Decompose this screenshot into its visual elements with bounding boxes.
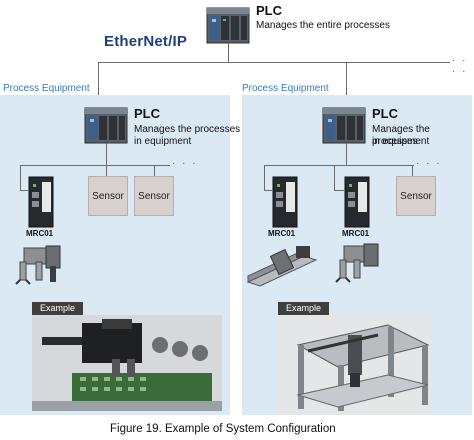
plc-icon-left (84, 107, 128, 144)
local-trunk-left (106, 143, 107, 166)
sensor-box-left-1: Sensor (88, 176, 128, 216)
example-tab-right: Example (278, 302, 330, 315)
drop-mrc-left-h (20, 190, 28, 191)
mrc01-controller-icon (28, 176, 54, 228)
network-trunk (228, 43, 229, 63)
local-trunk-right (346, 143, 347, 166)
panel-title-right: Process Equipment (242, 83, 329, 94)
drop-mrc-right-1 (264, 165, 265, 191)
top-plc-title: PLC (256, 3, 282, 18)
mrc01-label-right-2: MRC01 (342, 229, 370, 238)
plc-icon-right (322, 107, 366, 144)
local-bus-right (264, 165, 414, 166)
local-ellipsis-left: · · · (172, 158, 198, 169)
top-plc-icon (206, 7, 250, 44)
gripper-actuator-image (15, 245, 61, 285)
plc-desc-right-line1: Manages the processes (372, 124, 430, 147)
example-photo-right (278, 315, 432, 415)
drop-sensor-left-1 (106, 165, 107, 177)
drop-mrc-left (20, 165, 21, 191)
plc-title-left: PLC (134, 106, 160, 121)
network-drop-right (346, 62, 347, 108)
linear-slider-actuator-image (246, 246, 318, 287)
network-ellipsis: · · · · (452, 55, 468, 77)
drop-sensor-right (412, 165, 413, 177)
gripper-actuator-image (335, 243, 379, 283)
mrc01-controller-icon (344, 176, 370, 228)
ethernet-ip-logo: EtherNet/IP (104, 33, 188, 50)
panel-title-left: Process Equipment (3, 83, 90, 94)
figure-caption: Figure 19. Example of System Configurati… (110, 423, 336, 435)
drop-mrc-right-1-h (264, 190, 272, 191)
sensor-box-left-2: Sensor (134, 176, 174, 216)
drop-mrc-right-2 (334, 165, 335, 191)
plc-desc-left-line2: in equipment (134, 136, 192, 147)
example-tab-left: Example (32, 302, 84, 315)
mrc01-label-right-1: MRC01 (268, 229, 296, 238)
drop-sensor-left-2 (154, 165, 155, 177)
mrc01-label-left: MRC01 (26, 229, 54, 238)
drop-mrc-right-2-h (334, 190, 344, 191)
plc-desc-right-line2: in equipment (372, 136, 430, 147)
plc-title-right: PLC (372, 106, 398, 121)
mrc01-controller-icon (272, 176, 298, 228)
example-photo-left (32, 315, 222, 411)
plc-desc-left-line1: Manages the processes (134, 124, 241, 135)
local-bus-left (20, 165, 170, 166)
local-ellipsis-right: · · · (416, 158, 442, 169)
top-plc-description: Manages the entire processes (256, 20, 390, 31)
network-drop-left (98, 62, 99, 108)
network-bus (98, 62, 450, 63)
sensor-box-right: Sensor (396, 176, 436, 216)
